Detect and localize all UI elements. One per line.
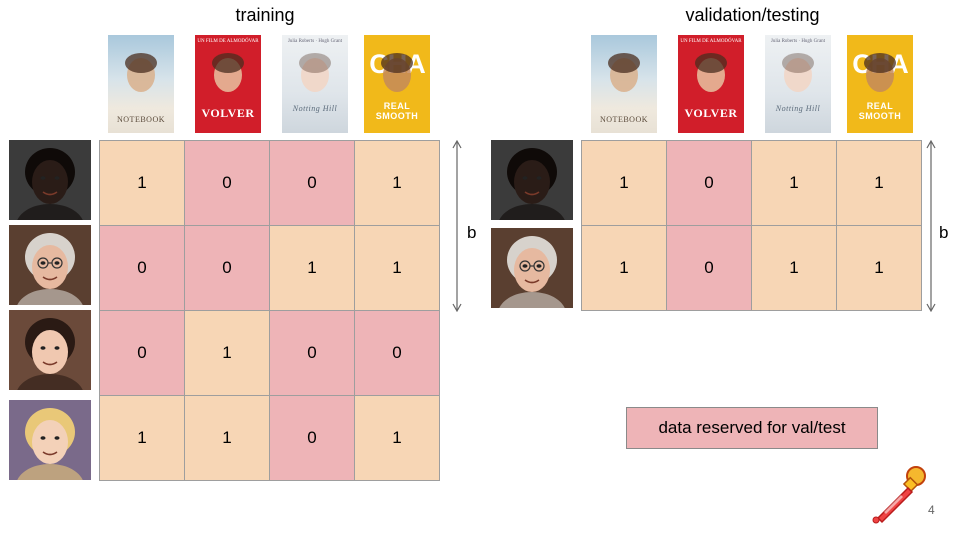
training-cell-r3-c1: 1: [184, 395, 270, 481]
poster-tagline: UN FILM DE ALMODÓVAR: [680, 39, 742, 44]
training-cell-r1-c1: 0: [184, 225, 270, 311]
validation-cell-r1-c2: 1: [751, 225, 837, 311]
batch-double-arrow-icon: [926, 140, 936, 312]
reserved-data-label: data reserved for val/test: [658, 418, 846, 437]
training-cell-r0-c2: 0: [269, 140, 355, 226]
poster-title: REAL SMOOTH: [858, 101, 902, 121]
validation-cell-r0-c1: 0: [666, 140, 752, 226]
training-cell-r2-c0: 0: [99, 310, 185, 396]
poster-title: REAL SMOOTH: [375, 101, 419, 121]
training-cell-r2-c2: 0: [269, 310, 355, 396]
training-cell-r1-c0: 0: [99, 225, 185, 311]
poster-title: NOTEBOOK: [600, 115, 648, 124]
volver-poster-validation: UN FILM DE ALMODÓVAR VOLVER: [678, 35, 744, 133]
poster-title: Notting Hill: [775, 104, 821, 113]
training-cell-r2-c1: 1: [184, 310, 270, 396]
batch-label-validation: b: [939, 223, 949, 242]
avatar-old-woman-training: [9, 225, 91, 305]
validation-cell-r1-c3: 1: [836, 225, 922, 311]
validation-cell-r1-c1: 0: [666, 225, 752, 311]
batch-double-arrow-icon: [452, 140, 462, 312]
poster-artwork: [125, 53, 157, 92]
validation-cell-r0-c0: 1: [581, 140, 667, 226]
avatar-young-woman-training: [9, 310, 91, 390]
avatar-old-woman-validation: [491, 228, 573, 308]
batch-label-training: b: [467, 223, 477, 242]
training-cell-r2-c3: 0: [354, 310, 440, 396]
volver-poster-training: UN FILM DE ALMODÓVAR VOLVER: [195, 35, 261, 133]
validation-cell-r1-c0: 1: [581, 225, 667, 311]
poster-artwork: [381, 53, 413, 92]
avatar-dark-man-training: [9, 140, 91, 220]
training-title: training: [235, 5, 295, 25]
poster-tagline: Julia Roberts · Hugh Grant: [770, 39, 826, 44]
avatar-blonde-girl-training: [9, 400, 91, 480]
poster-artwork: [695, 53, 727, 92]
poster-artwork: [864, 53, 896, 92]
training-cell-r1-c2: 1: [269, 225, 355, 311]
training-cell-r1-c3: 1: [354, 225, 440, 311]
validation-cell-r0-c3: 1: [836, 140, 922, 226]
training-cell-r3-c3: 1: [354, 395, 440, 481]
poster-artwork: [608, 53, 640, 92]
poster-artwork: [212, 53, 244, 92]
poster-title: VOLVER: [684, 106, 738, 120]
training-cell-r0-c0: 1: [99, 140, 185, 226]
pipette-icon: [872, 466, 926, 524]
avatar-dark-man-validation: [491, 140, 573, 220]
poster-artwork: [299, 53, 331, 92]
training-cell-r3-c0: 1: [99, 395, 185, 481]
training-cell-r0-c3: 1: [354, 140, 440, 226]
poster-title: Notting Hill: [292, 104, 338, 113]
cha-cha-poster-training: CHAREAL SMOOTH: [364, 35, 430, 133]
notebook-poster-training: NOTEBOOK: [108, 35, 174, 133]
reserved-data-legend: data reserved for val/test: [626, 407, 878, 449]
validation-cell-r0-c2: 1: [751, 140, 837, 226]
poster-tagline: Julia Roberts · Hugh Grant: [287, 39, 343, 44]
page-number: 4: [928, 503, 935, 517]
training-cell-r3-c2: 0: [269, 395, 355, 481]
training-cell-r0-c1: 0: [184, 140, 270, 226]
cha-cha-poster-validation: CHAREAL SMOOTH: [847, 35, 913, 133]
poster-tagline: UN FILM DE ALMODÓVAR: [197, 39, 259, 44]
poster-artwork: [782, 53, 814, 92]
poster-title: VOLVER: [201, 106, 255, 120]
poster-title: NOTEBOOK: [117, 115, 165, 124]
validation-title: validation/testing: [685, 5, 820, 25]
notebook-poster-validation: NOTEBOOK: [591, 35, 657, 133]
